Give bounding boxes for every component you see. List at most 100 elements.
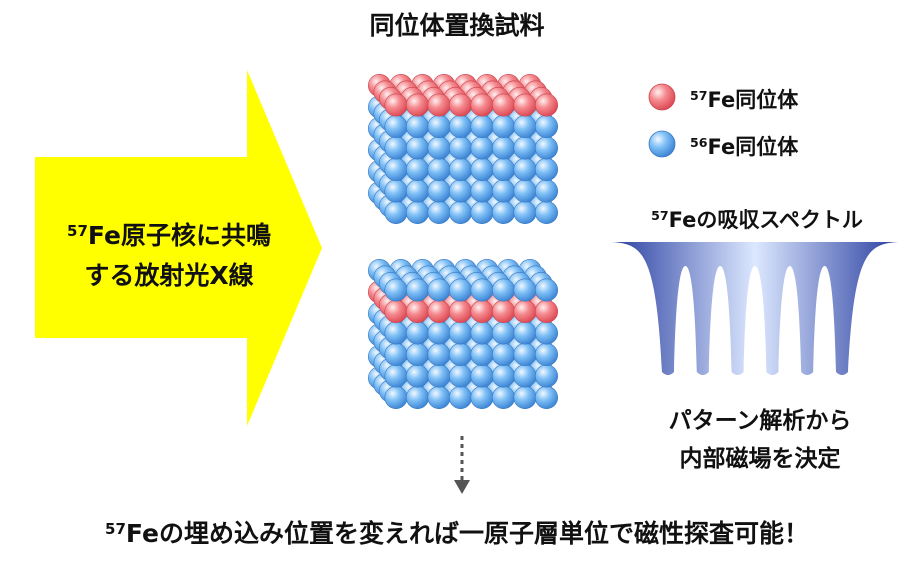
fe56-atom [427,364,451,388]
fe56-atom [491,201,515,225]
sample-block-top [367,74,558,225]
fe56-atom [448,278,472,302]
fe56-atom [427,278,451,302]
fe56-atom [491,342,515,366]
fe57-atom [427,299,451,323]
fe56-atom [534,179,558,203]
fe56-atom [405,201,429,225]
fe56-atom [448,342,472,366]
fe57-atom [513,299,537,323]
fe56-atom [513,364,537,388]
fe56-atom [405,321,429,345]
fe56-atom [491,278,515,302]
fe56-atom [448,364,472,388]
fe57-atom [534,299,558,323]
fe56-atom [491,115,515,139]
fe56-atom [448,115,472,139]
fe57-atom [405,299,429,323]
page-title: 同位体置換試料 [369,11,545,40]
spectrum-title: 57Feの吸収スペクトル [651,208,863,232]
fe56-atom [384,201,408,225]
fe56-atom [513,158,537,182]
fe56-atom [534,364,558,388]
xray-arrow-label: 57Fe原子核に共鳴 する放射光X線 [34,216,304,296]
analysis-line2: 内部磁場を決定 [679,446,841,472]
fe56-atom [491,364,515,388]
fe56-atom [405,136,429,160]
fe56-atom [470,201,494,225]
fe56-atom [513,385,537,409]
absorption-spectrum [612,242,898,375]
conclusion-text: 57Feの埋め込み位置を変えれば一原子層単位で磁性探査可能！ [105,519,809,548]
fe56-atom [384,385,408,409]
legend-fe56-label: 56Fe同位体 [690,135,799,159]
fe56-atom [470,342,494,366]
fe57-atom [427,93,451,117]
fe56-atom [384,136,408,160]
fe56-atom [470,136,494,160]
xray-arrow-line1: 57Fe原子核に共鳴 [67,221,271,250]
fe56-atom [470,179,494,203]
xray-arrow-shape [35,70,322,426]
fe56-atom [513,278,537,302]
legend-fe57-label: 57Fe同位体 [690,88,799,112]
fe56-atom [384,158,408,182]
fe56-atom [427,342,451,366]
fe56-atom [513,342,537,366]
fe56-atom [384,179,408,203]
fe56-atom [534,115,558,139]
analysis-line1: パターン解析から [668,408,852,434]
fe56-atom [427,115,451,139]
fe57-atom [448,299,472,323]
fe56-atom [534,201,558,225]
fe56-atom [405,115,429,139]
fe57-legend-ball [648,83,676,111]
fe56-atom [427,385,451,409]
fe57-atom [470,93,494,117]
analysis-note: パターン解析から 内部磁場を決定 [620,402,900,478]
fe56-atom [384,278,408,302]
fe57-atom [491,299,515,323]
fe56-atom [448,201,472,225]
fe56-atom [448,136,472,160]
fe56-atom [513,201,537,225]
fe56-legend-ball [648,130,676,158]
fe56-atom [491,179,515,203]
fe57-atom [491,93,515,117]
dotted-down-arrow-icon [454,436,470,494]
fe56-atom [470,321,494,345]
fe56-atom [470,364,494,388]
fe57-atom [384,93,408,117]
fe56-atom [427,136,451,160]
fe56-atom [405,179,429,203]
fe56-atom [405,278,429,302]
fe56-atom [470,158,494,182]
fe56-atom [491,321,515,345]
fe56-atom [427,158,451,182]
fe56-atom [534,342,558,366]
fe56-atom [384,321,408,345]
fe56-atom [448,321,472,345]
fe56-atom [513,321,537,345]
fe56-atom [534,321,558,345]
fe56-atom [491,158,515,182]
fe57-atom [405,93,429,117]
fe56-atom [470,115,494,139]
fe56-atom [534,158,558,182]
fe56-atom [405,158,429,182]
fe56-atom [427,321,451,345]
fe56-atom [534,278,558,302]
fe56-atom [470,278,494,302]
fe56-atom [491,385,515,409]
fe57-atom [384,299,408,323]
fe56-atom [384,115,408,139]
fe56-atom [534,385,558,409]
fe56-atom [534,136,558,160]
xray-arrow-line2: する放射光X線 [84,261,254,290]
fe56-atom [384,342,408,366]
fe56-atom [448,179,472,203]
fe56-atom [405,364,429,388]
fe56-atom [448,385,472,409]
fe56-atom [384,364,408,388]
